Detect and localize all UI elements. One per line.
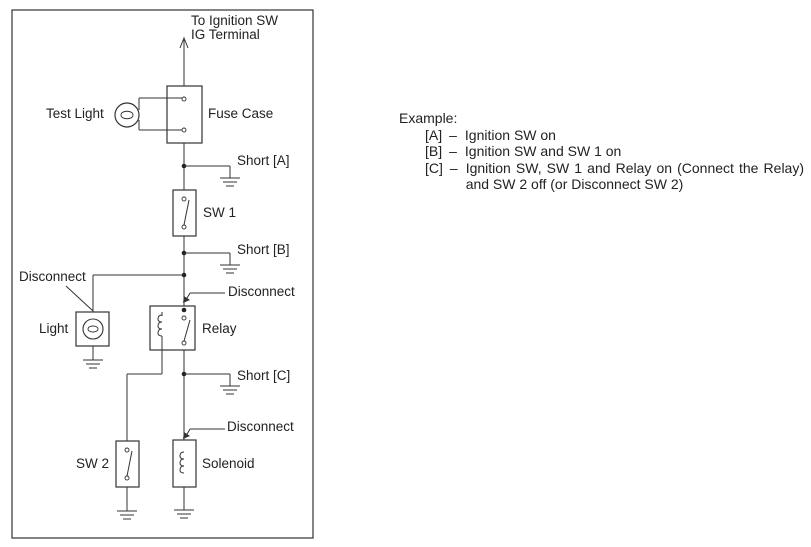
- relay-coil-icon: [157, 312, 163, 344]
- disconnect-light-pointer: [65, 285, 94, 312]
- diagram-frame: [11, 9, 314, 539]
- solenoid-label: Solenoid: [202, 456, 255, 471]
- light-label: Light: [39, 321, 69, 336]
- ground-icon: [83, 359, 103, 369]
- example-text: Ignition SW and SW 1 on: [464, 143, 622, 159]
- example-heading: Example:: [399, 110, 458, 126]
- fuse-case-box: [166, 85, 203, 144]
- relay-label: Relay: [202, 321, 237, 336]
- ground-icon: [220, 177, 240, 187]
- example-dash: –: [449, 126, 457, 143]
- example-key: [B]: [425, 143, 443, 159]
- disconnect-relay-label: Disconnect: [228, 284, 295, 299]
- sw1-label: SW 1: [203, 205, 236, 220]
- test-light-label: Test Light: [46, 106, 104, 121]
- lamp-icon: [82, 318, 104, 340]
- example-item: [C] – Ignition SW, SW 1 and Relay on (Co…: [425, 160, 804, 193]
- example-item: [A] – Ignition SW on: [425, 127, 804, 144]
- relay-box: [149, 305, 196, 351]
- test-light-icon: [114, 97, 182, 131]
- sw2-label: SW 2: [76, 456, 109, 471]
- short-b-label: Short [B]: [237, 242, 290, 257]
- example-item: [B] – Ignition SW and SW 1 on: [425, 143, 804, 160]
- disconnect-solenoid-label: Disconnect: [227, 419, 294, 434]
- disconnect-arrow-icon: [183, 432, 190, 439]
- example-key: [A]: [425, 126, 443, 143]
- ignition-label-line2: IG Terminal: [191, 27, 260, 42]
- disconnect-light-label: Disconnect: [19, 269, 86, 284]
- ignition-arrow-icon: [179, 36, 189, 60]
- example-notes: Example: [A] – Ignition SW on [B] – Igni…: [399, 110, 804, 193]
- ground-icon: [117, 510, 137, 520]
- short-a-label: Short [A]: [237, 153, 290, 168]
- ground-icon: [220, 264, 240, 274]
- disconnect-arrow-icon: [183, 296, 190, 303]
- sw1-box: [172, 189, 197, 237]
- short-c-label: Short [C]: [237, 368, 290, 383]
- example-text: Ignition SW, SW 1 and Relay on (Connect …: [465, 159, 804, 193]
- solenoid-coil-icon: [179, 451, 185, 474]
- ground-icon: [174, 509, 194, 519]
- fuse-case-label: Fuse Case: [208, 106, 273, 121]
- example-text: Ignition SW on: [464, 126, 556, 143]
- example-dash: –: [449, 159, 458, 176]
- solenoid-box: [172, 439, 197, 488]
- example-dash: –: [449, 143, 457, 159]
- example-key: [C]: [425, 159, 443, 176]
- ground-icon: [220, 385, 240, 395]
- ignition-label-line1: To Ignition SW: [191, 13, 278, 28]
